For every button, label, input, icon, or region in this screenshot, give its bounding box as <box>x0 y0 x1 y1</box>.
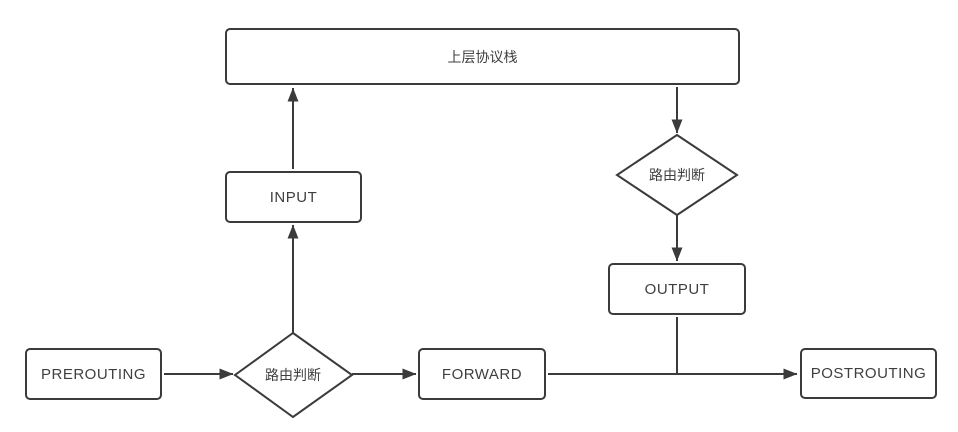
node-prerouting-label: PREROUTING <box>40 365 146 383</box>
node-protocol-stack: 上层协议栈 <box>225 28 740 85</box>
node-output-label: OUTPUT <box>644 280 710 298</box>
route-decision-left-label: 路由判断 <box>265 367 321 383</box>
route-decision-right-diamond <box>615 133 739 217</box>
node-forward-label: FORWARD <box>441 365 523 383</box>
node-forward: FORWARD <box>418 348 546 400</box>
route-decision-left-diamond <box>233 331 354 419</box>
node-output: OUTPUT <box>608 263 746 315</box>
route-decision-right-label: 路由判断 <box>649 167 705 183</box>
node-input: INPUT <box>225 171 362 223</box>
node-input-label: INPUT <box>269 188 318 206</box>
node-postrouting-label: POSTROUTING <box>810 365 927 382</box>
node-protocol-stack-label: 上层协议栈 <box>447 48 518 65</box>
node-postrouting: POSTROUTING <box>800 348 937 399</box>
node-prerouting: PREROUTING <box>25 348 162 400</box>
